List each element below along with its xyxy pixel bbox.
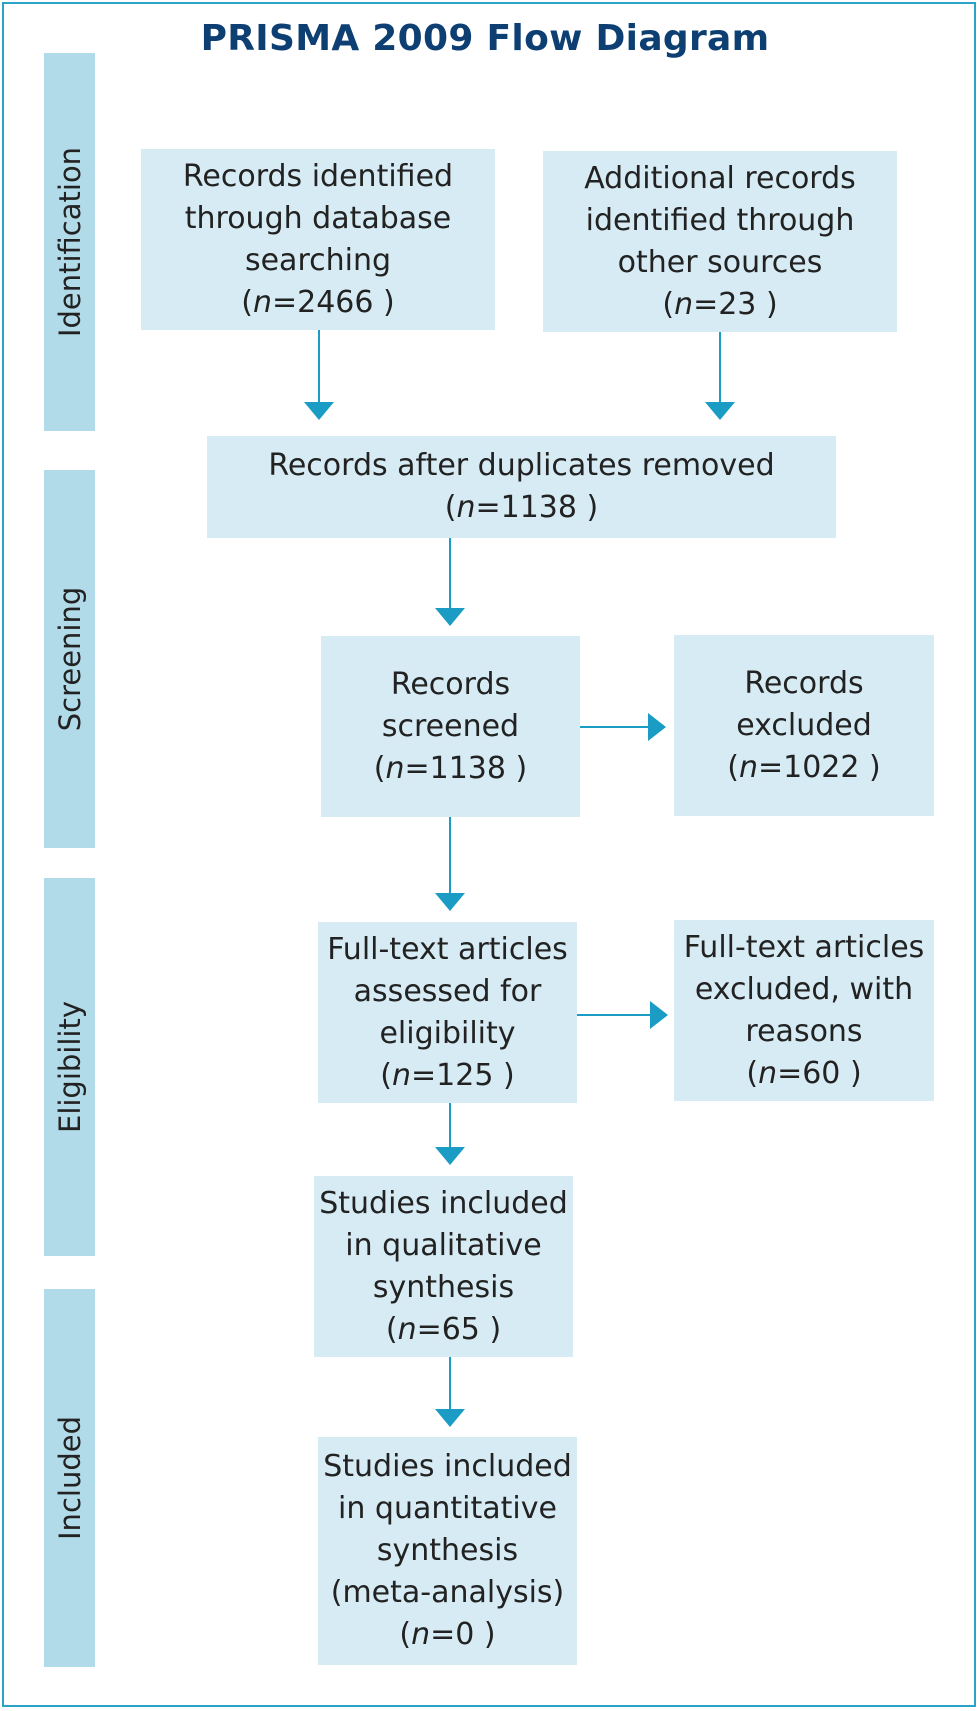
box-text-line: Full-text articles xyxy=(683,929,925,965)
arrow-fulltext-to-excluded xyxy=(577,1001,668,1029)
arrow-duplicates-to-screened xyxy=(435,538,465,626)
box-count: (n=65 ) xyxy=(385,1311,502,1347)
stage-identification: Identification xyxy=(44,53,95,431)
stage-eligibility: Eligibility xyxy=(44,878,95,1256)
stage-included: Included xyxy=(44,1289,95,1667)
box-count: (n=1138 ) xyxy=(444,490,599,525)
box-text-line: Records identified xyxy=(182,158,454,194)
box-text-line: searching xyxy=(244,242,392,278)
box-text-line: Full-text articles xyxy=(327,931,568,967)
box-count: (n=125 ) xyxy=(380,1057,515,1093)
box-text-line: Studies included xyxy=(323,1449,572,1484)
box-records-excluded: Records excluded (n=1022 ) xyxy=(674,635,934,816)
box-count-value: 1138 xyxy=(429,750,506,786)
box-text-line: excluded, with xyxy=(694,971,914,1007)
box-text-line: Records xyxy=(390,666,511,702)
box-records-after-duplicates: Records after duplicates removed (n=1138 … xyxy=(207,436,836,538)
box-records-screened: Records screened (n=1138 ) xyxy=(321,636,580,817)
box-text-line: in qualitative xyxy=(345,1227,542,1263)
box-quantitative-synthesis: Studies included in quantitative synthesis… xyxy=(318,1437,577,1665)
box-count-value: 65 xyxy=(441,1311,480,1347)
box-text-line: eligibility xyxy=(379,1015,516,1051)
box-fulltext-assessed: Full-text articles assessed for eligibilit… xyxy=(318,922,577,1103)
box-text-line: Studies included xyxy=(319,1185,568,1221)
arrow-database-to-duplicates xyxy=(304,330,334,420)
box-count-value: 60 xyxy=(802,1055,841,1091)
box-text-line: identified through xyxy=(585,202,855,238)
arrow-fulltext-to-qualitative xyxy=(435,1103,465,1165)
arrow-screened-to-fulltext xyxy=(435,817,465,911)
arrow-qualitative-to-quantitative xyxy=(435,1357,465,1427)
box-text-line: excluded xyxy=(736,707,872,743)
box-count: (n=23 ) xyxy=(662,286,778,322)
box-text-line: reasons xyxy=(745,1013,863,1049)
box-count-value: 0 xyxy=(455,1617,475,1652)
box-count: (n=0 ) xyxy=(399,1617,496,1652)
box-records-other-sources: Additional records identified through othe… xyxy=(543,151,897,332)
box-count-value: 23 xyxy=(718,286,757,322)
box-text-line: through database xyxy=(184,200,452,236)
box-count: (n=1022 ) xyxy=(727,749,881,785)
box-text-line: assessed for xyxy=(353,973,542,1009)
box-count: (n=2466 ) xyxy=(241,284,395,320)
box-count: (n=1138 ) xyxy=(373,750,528,786)
box-text-line: in quantitative xyxy=(338,1491,557,1526)
box-text-line: synthesis xyxy=(376,1533,519,1568)
box-text-line: Records xyxy=(744,665,864,701)
box-count: (n=60 ) xyxy=(746,1055,862,1091)
box-text-line: other sources xyxy=(617,244,823,280)
box-text-line: screened xyxy=(381,708,520,744)
box-qualitative-synthesis: Studies included in qualitative synthesis (… xyxy=(314,1176,573,1357)
box-text-line: Records after duplicates removed xyxy=(268,448,775,483)
box-text-line: synthesis xyxy=(372,1269,515,1305)
box-count-value: 125 xyxy=(436,1057,494,1093)
box-count-value: 2466 xyxy=(297,284,374,320)
stage-screening: Screening xyxy=(44,470,95,848)
box-text-line: Additional records xyxy=(584,160,856,196)
arrow-other-to-duplicates xyxy=(705,332,735,420)
box-count-value: 1138 xyxy=(500,490,577,525)
box-fulltext-excluded: Full-text articles excluded, with reasons (… xyxy=(674,920,934,1101)
box-records-database: Records identified through database search… xyxy=(141,149,495,330)
box-text-line: (meta-analysis) xyxy=(330,1575,565,1610)
box-count-value: 1022 xyxy=(783,749,860,785)
diagram-title: PRISMA 2009 Flow Diagram xyxy=(200,18,770,59)
arrow-screened-to-excluded xyxy=(580,713,666,741)
